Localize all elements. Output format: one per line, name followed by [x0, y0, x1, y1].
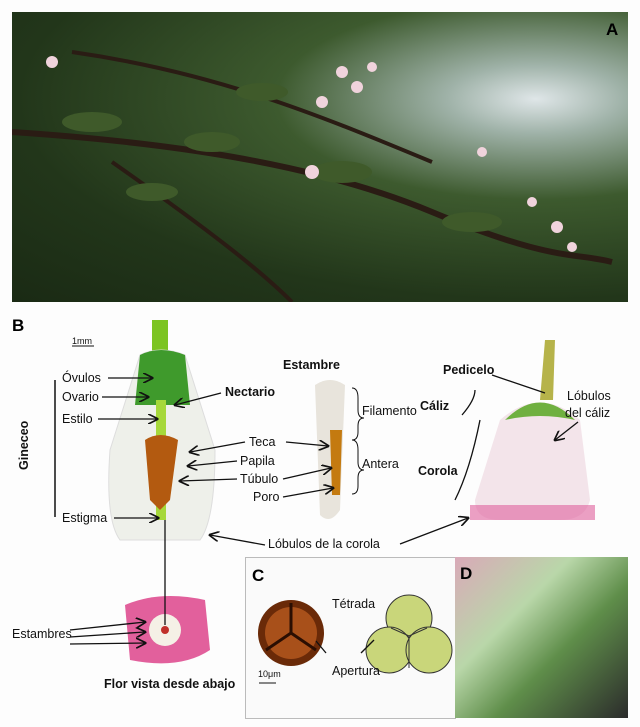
label-tetrada: Tétrada	[332, 597, 376, 611]
panel-label-d: D	[460, 564, 473, 583]
tetrad-illustration	[258, 594, 453, 684]
scale-1mm: 1mm	[72, 336, 92, 346]
label-tubulo: Túbulo	[240, 472, 279, 486]
label-ovulos: Óvulos	[62, 371, 101, 385]
scale-10um: 10μm	[258, 669, 281, 679]
branch-illustration	[12, 50, 613, 302]
label-estilo: Estilo	[62, 412, 93, 426]
label-lobulos-corola: Lóbulos de la corola	[268, 537, 380, 551]
label-estambre: Estambre	[283, 358, 340, 372]
label-gineceo: Gineceo	[17, 420, 31, 470]
panel-label-c: C	[252, 566, 265, 585]
label-ovario: Ovario	[62, 390, 99, 404]
label-poro: Poro	[253, 490, 280, 504]
label-estambres: Estambres	[12, 627, 72, 641]
panel-label-b: B	[12, 316, 25, 335]
label-apertura: Apertura	[332, 664, 380, 678]
label-nectario: Nectario	[225, 385, 276, 399]
label-teca: Teca	[249, 435, 276, 449]
label-arrows	[69, 375, 579, 644]
label-corola: Corola	[418, 464, 458, 478]
label-flor-vista-desde-abajo: Flor vista desde abajo	[104, 677, 236, 691]
label-lobulos-caliz-1: Lóbulos	[567, 389, 611, 403]
panel-c-box: C Tétrada Apertura 10μm	[245, 557, 456, 719]
filamento-brace	[351, 387, 365, 441]
label-papila: Papila	[240, 454, 275, 468]
label-estigma: Estigma	[62, 511, 108, 525]
photo-shrub-branches	[12, 12, 628, 302]
label-pedicelo: Pedicelo	[443, 363, 495, 377]
photo-bee-on-flower	[455, 557, 628, 718]
label-lobulos-caliz-2: del cáliz	[565, 406, 611, 420]
ovary-shape	[135, 350, 190, 405]
antera-brace	[351, 439, 365, 495]
label-caliz: Cáliz	[420, 399, 450, 413]
anther-shape	[145, 435, 178, 510]
whole-flower-shape	[475, 402, 590, 520]
label-antera: Antera	[362, 457, 399, 471]
panel-label-a: A	[606, 20, 619, 39]
label-filamento: Filamento	[362, 404, 417, 418]
